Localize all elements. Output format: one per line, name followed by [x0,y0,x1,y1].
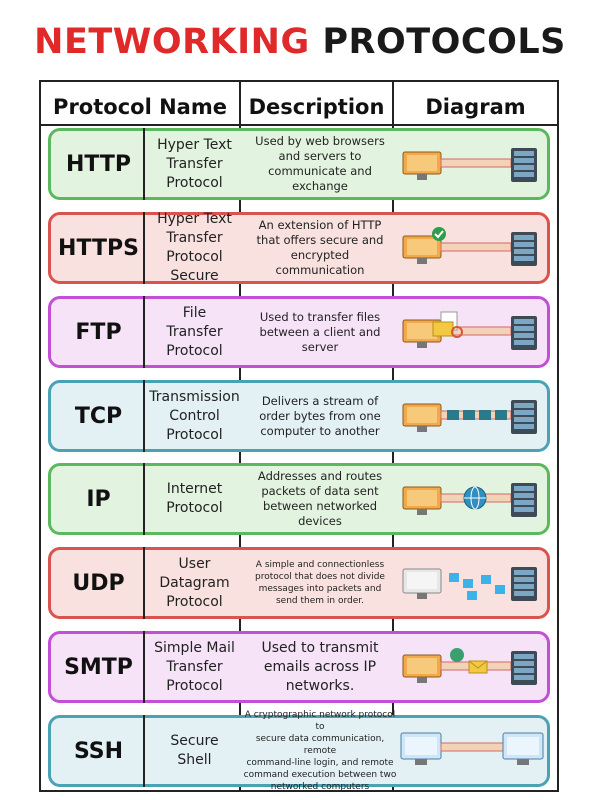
header-description: Description [248,95,385,119]
secure-check-shield-icon [402,227,537,266]
connection-line-icon [440,158,512,168]
computer-server-link-icon [402,148,537,182]
protocol-row-https: HTTPS Hyper Text Transfer Protocol Secur… [48,211,550,284]
protocol-abbreviation: TCP [74,403,123,429]
protocol-row-ip: IP Internet Protocol Addresses and route… [48,463,550,535]
title-protocols: PROTOCOLS [322,22,566,62]
header-protocol-name: Protocol Name [53,95,227,119]
folder-icon [432,321,454,337]
packet-icon [447,410,459,420]
magnifier-icon [451,326,463,338]
protocol-diagram [397,718,547,784]
protocol-description: Used to transfer files between a client … [259,309,381,354]
row-divider-abbr [143,547,145,619]
datagram-icon [449,573,459,582]
file-transfer-folder-icon [402,311,537,350]
protocol-diagram [397,215,547,281]
row-divider-abbr [143,715,145,787]
email-envelope-icon [402,648,537,685]
server-rack-icon [511,651,537,685]
table-frame [39,80,559,792]
protocol-full-name: File Transfer Protocol [166,304,223,359]
protocol-diagram [397,634,547,700]
protocol-abbreviation: SSH [73,738,124,764]
protocol-row-http: HTTP Hyper Text Transfer Protocol Used b… [48,128,550,200]
server-rack-icon [511,567,537,601]
protocol-abbreviation: UDP [72,570,125,596]
globe-icon [450,648,464,662]
row-divider-abbr [143,296,145,368]
protocol-diagram [397,299,547,365]
row-divider-abbr [143,463,145,535]
protocol-row-ssh: SSH Secure Shell A cryptographic network… [48,710,550,792]
protocol-row-udp: UDP User Datagram Protocol A simple and … [48,547,550,619]
protocol-diagram [397,550,547,616]
protocol-full-name: Hyper Text Transfer Protocol [157,136,232,191]
protocol-description: Used to transmit emails across IP networ… [261,639,379,694]
protocol-description: Used by web browsers and servers to comm… [255,134,385,193]
row-divider-abbr [143,128,145,200]
protocol-description: An extension of HTTP that offers secure … [256,218,384,277]
protocol-diagram [397,131,547,197]
protocol-abbreviation: IP [86,486,111,512]
byte-stream-packets-icon [402,400,537,434]
protocol-full-name: Simple Mail Transfer Protocol [154,639,235,694]
protocol-full-name: Secure Shell [170,733,219,768]
header-divider [39,124,559,126]
protocol-abbreviation: FTP [75,319,122,345]
server-rack-icon [511,400,537,434]
protocol-row-smtp: SMTP Simple Mail Transfer Protocol Used … [48,631,550,703]
secure-shell-terminals-icon [400,732,544,765]
title-networking: NETWORKING [34,22,310,62]
connection-line-icon [440,242,512,252]
protocol-diagram [397,466,547,532]
server-rack-icon [511,148,537,182]
check-shield-icon [432,227,446,241]
datagram-squares-icon [402,567,537,601]
protocol-row-ftp: FTP File Transfer Protocol Used to trans… [48,296,550,368]
protocol-description: Addresses and routes packets of data sen… [257,469,383,528]
row-divider-abbr [143,212,145,284]
protocol-description: A simple and connectionless protocol tha… [255,560,385,606]
protocol-diagram [397,383,547,449]
protocol-description: A cryptographic network protocol to secu… [243,710,397,792]
globe-routing-icon [402,483,537,517]
protocol-full-name: Hyper Text Transfer Protocol Secure [157,211,232,284]
protocol-full-name: Internet Protocol [166,481,223,516]
page-title: NETWORKING PROTOCOLS [0,22,600,62]
protocol-abbreviation: HTTP [65,151,132,177]
server-rack-icon [511,232,537,266]
secure-tunnel-icon [440,742,504,752]
protocol-abbreviation: SMTP [64,654,133,680]
protocol-abbreviation: HTTPS [58,235,139,261]
server-rack-icon [511,483,537,517]
header-diagram: Diagram [425,95,526,119]
server-rack-icon [511,316,537,350]
protocol-description: Delivers a stream of order bytes from on… [259,393,381,438]
protocol-full-name: User Datagram Protocol [159,555,230,610]
row-divider-abbr [143,631,145,703]
protocol-full-name: Transmission Control Protocol [149,388,240,443]
protocol-row-tcp: TCP Transmission Control Protocol Delive… [48,380,550,452]
row-divider-abbr [143,380,145,452]
